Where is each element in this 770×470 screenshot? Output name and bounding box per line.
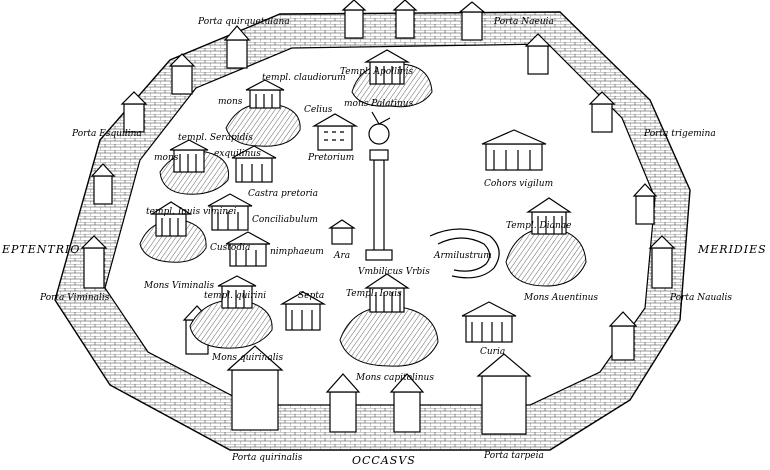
tower-left-2 bbox=[90, 163, 116, 205]
label-nimphaeum: nimphaeum bbox=[270, 247, 324, 257]
building-pretorium bbox=[311, 113, 359, 151]
label-templ-claudiorum: templ. claudiorum bbox=[262, 73, 346, 83]
tower-left-1 bbox=[120, 91, 148, 133]
altar-ara bbox=[328, 219, 356, 245]
label-porta-trigemina: Porta trigemina bbox=[643, 129, 716, 139]
label-castra-pretoria: Castra pretoria bbox=[248, 189, 318, 199]
label-porta-tarpeia: Porta tarpeia bbox=[483, 451, 544, 461]
label-mons-palatinus: mons Palatinus bbox=[344, 99, 414, 109]
label-templ-apollinis: Templ. Apollinis bbox=[340, 67, 414, 77]
building-conciliabulum bbox=[207, 193, 253, 231]
label-mons-auentinus: Mons Auentinus bbox=[523, 293, 598, 303]
building-castra-pretoria bbox=[231, 145, 277, 183]
label-exquilinus: exquilinus bbox=[214, 149, 261, 159]
tower-lower-right bbox=[608, 311, 638, 361]
label-mons-small: mons bbox=[218, 97, 243, 107]
hills bbox=[139, 63, 587, 367]
label-templ-iouis-viminei: templ. Iouis viminei bbox=[146, 207, 236, 217]
label-porta-quirquetulana: Porta quirquetulana bbox=[197, 17, 290, 27]
label-septa: Septa bbox=[298, 291, 324, 301]
label-porta-quirinalis: Porta quirinalis bbox=[231, 453, 303, 463]
label-porta-viminalis: Porta Viminalis bbox=[39, 293, 110, 303]
label-vmbilicus-vrbis: Vmbilicus Vrbis bbox=[358, 267, 430, 277]
building-curia bbox=[461, 301, 517, 343]
tower-bottom-mid-right bbox=[389, 373, 425, 433]
temple-dianae bbox=[526, 197, 572, 235]
tower-upper-right bbox=[524, 33, 552, 75]
label-mons-exq: mons bbox=[154, 153, 179, 163]
temple-iouis-viminei bbox=[149, 201, 193, 237]
tower-bottom-left bbox=[226, 345, 284, 431]
hill-auentinus bbox=[505, 227, 587, 287]
tower-bottom-mid-left bbox=[325, 373, 361, 433]
label-templ-quirini: templ. quirini bbox=[204, 291, 266, 301]
label-eptentrio: EPTENTRIO bbox=[1, 243, 80, 256]
label-cohors-vigilum: Cohors vigilum bbox=[484, 179, 553, 189]
label-porta-naeuia: Porta Naeuia bbox=[493, 17, 554, 27]
tower-top-mid bbox=[341, 0, 367, 39]
label-custodia: Custodia bbox=[210, 243, 250, 253]
label-ara: Ara bbox=[333, 251, 350, 261]
tower-top-left bbox=[223, 25, 251, 69]
wall-towers bbox=[80, 0, 676, 435]
building-septa bbox=[279, 291, 327, 331]
temple-apollinis bbox=[363, 49, 411, 85]
tower-bottom-right bbox=[476, 353, 532, 435]
tower-right-2 bbox=[632, 183, 658, 225]
label-porta-naualis: Porta Naualis bbox=[669, 293, 732, 303]
label-templ-serapidis: templ. Serapidis bbox=[178, 133, 253, 143]
buildings bbox=[149, 49, 572, 343]
label-templ-dianae: Templ. Dianae bbox=[506, 221, 571, 231]
temple-iouis bbox=[364, 273, 410, 313]
label-templ-iouis: Templ. Iouis bbox=[346, 289, 402, 299]
building-custodia bbox=[225, 231, 271, 267]
temple-claudiorum bbox=[245, 79, 285, 109]
tower-top-mid2 bbox=[392, 0, 418, 39]
tower-top-right bbox=[458, 1, 486, 41]
tower-right-3 bbox=[648, 235, 676, 289]
label-mons-viminalis: Mons Viminalis bbox=[143, 281, 214, 291]
temple-serapidis bbox=[169, 139, 209, 173]
hill-quirinalis bbox=[189, 299, 273, 349]
label-mons-quirinalis: Mons quirinalis bbox=[211, 353, 283, 363]
label-conciliabulum: Conciliabulum bbox=[252, 215, 318, 225]
label-pretorium: Pretorium bbox=[307, 153, 354, 163]
building-cohors-vigilum bbox=[481, 129, 547, 171]
temple-quirini bbox=[217, 275, 257, 309]
label-occasvs: OCCASVS bbox=[352, 454, 416, 467]
tower-right-1 bbox=[588, 91, 616, 133]
label-mons-capitolinus: Mons capitolinus bbox=[355, 373, 434, 383]
label-celius: Celius bbox=[304, 105, 333, 115]
label-meridies: MERIDIES bbox=[697, 243, 767, 256]
label-curia: Curia bbox=[480, 347, 505, 357]
tower-upper-left bbox=[168, 53, 196, 95]
label-porta-esquilina: Porta Esquilina bbox=[71, 129, 142, 139]
tower-left-3 bbox=[80, 235, 108, 289]
armilustrum-arc bbox=[429, 228, 500, 279]
label-armilustrum: Armilustrum bbox=[433, 251, 492, 261]
central-column bbox=[365, 111, 393, 261]
